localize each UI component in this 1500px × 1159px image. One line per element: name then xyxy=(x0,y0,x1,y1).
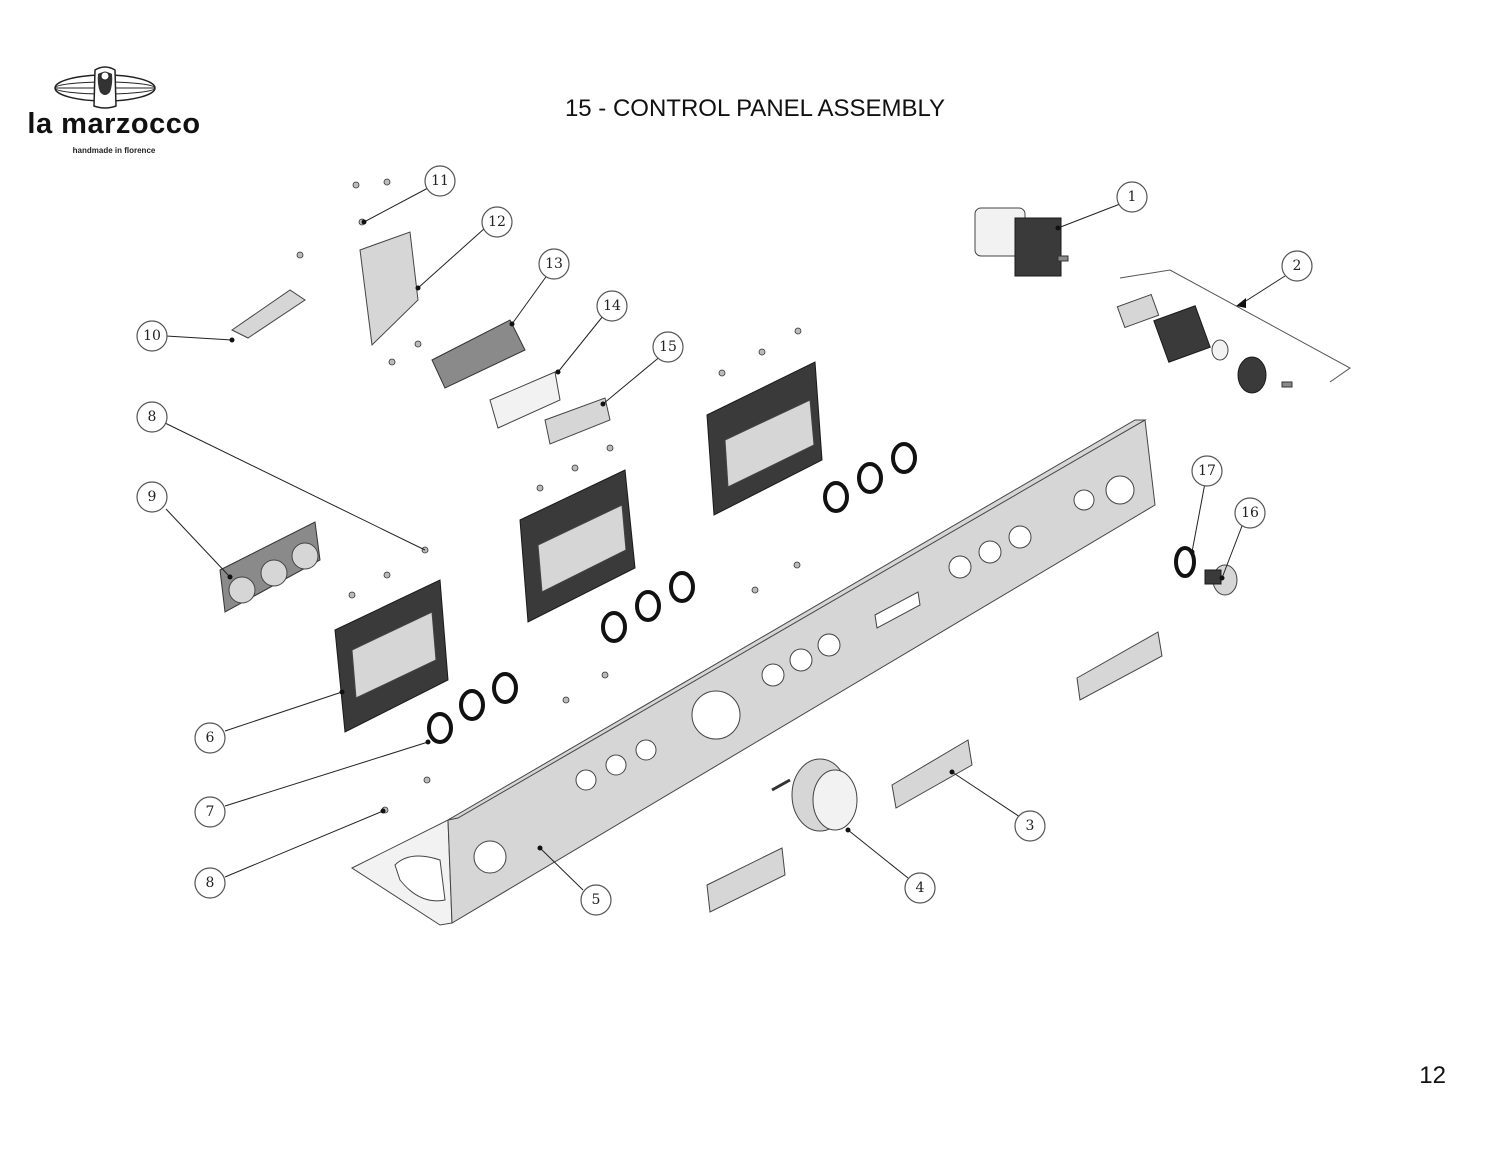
pressure-gauge xyxy=(771,758,858,832)
svg-text:8: 8 xyxy=(206,875,215,891)
page-number: 12 xyxy=(1419,1062,1446,1089)
callout-15: 15 xyxy=(652,331,684,363)
callout-9: 9 xyxy=(136,481,168,513)
callout-5: 5 xyxy=(580,884,612,916)
callout-12: 12 xyxy=(481,206,513,238)
svg-text:1: 1 xyxy=(1128,189,1137,205)
button-panel-center xyxy=(519,469,636,623)
o-rings xyxy=(427,442,1196,744)
callout-11: 11 xyxy=(424,165,456,197)
logo: la marzocco handmade in florence xyxy=(8,62,208,166)
callout-14: 14 xyxy=(596,290,628,322)
button-panel-right xyxy=(706,361,823,516)
svg-text:12: 12 xyxy=(488,214,506,230)
svg-text:2: 2 xyxy=(1293,258,1302,274)
rotary-switch xyxy=(974,207,1069,277)
svg-text:6: 6 xyxy=(206,730,215,746)
callout-8-top: 8 xyxy=(136,401,168,433)
callout-16: 16 xyxy=(1234,497,1266,529)
svg-text:13: 13 xyxy=(545,256,563,272)
svg-text:3: 3 xyxy=(1026,818,1035,834)
callout-3: 3 xyxy=(1014,810,1046,842)
svg-text:8: 8 xyxy=(148,409,157,425)
svg-text:7: 7 xyxy=(206,804,215,820)
svg-text:16: 16 xyxy=(1241,505,1259,521)
callout-13: 13 xyxy=(538,248,570,280)
svg-text:11: 11 xyxy=(431,173,449,189)
callout-10: 10 xyxy=(136,320,168,352)
brand-name: la marzocco xyxy=(27,108,201,140)
control-panel-frame xyxy=(350,419,1156,926)
svg-text:9: 9 xyxy=(148,489,157,505)
page-title: 15 - CONTROL PANEL ASSEMBLY xyxy=(564,95,946,122)
svg-text:14: 14 xyxy=(603,298,621,314)
screws xyxy=(296,178,802,814)
brand-tagline: handmade in florence xyxy=(72,146,156,155)
callout-17: 17 xyxy=(1191,455,1223,487)
callout-1: 1 xyxy=(1116,181,1148,213)
svg-text:15: 15 xyxy=(659,339,677,355)
svg-text:5: 5 xyxy=(592,892,601,908)
callout-7: 7 xyxy=(194,796,226,828)
display-bracket-parts xyxy=(231,231,611,445)
callout-8-bottom: 8 xyxy=(194,867,226,899)
leader-lines xyxy=(164,187,1286,891)
selector-knob-group xyxy=(1116,269,1351,394)
svg-text:4: 4 xyxy=(916,880,925,896)
callout-2: 2 xyxy=(1281,250,1313,282)
globe-lion-emblem-icon xyxy=(54,66,156,109)
arrowhead-icon xyxy=(1236,298,1246,308)
svg-text:17: 17 xyxy=(1198,463,1216,479)
button-panel-left xyxy=(334,579,449,733)
button-keypad-9 xyxy=(219,521,321,613)
rocker-switch xyxy=(1204,564,1238,596)
leader-dots xyxy=(227,219,1225,851)
button-labels xyxy=(706,631,1163,913)
callout-6: 6 xyxy=(194,722,226,754)
callout-4: 4 xyxy=(904,872,936,904)
svg-text:10: 10 xyxy=(143,328,161,344)
